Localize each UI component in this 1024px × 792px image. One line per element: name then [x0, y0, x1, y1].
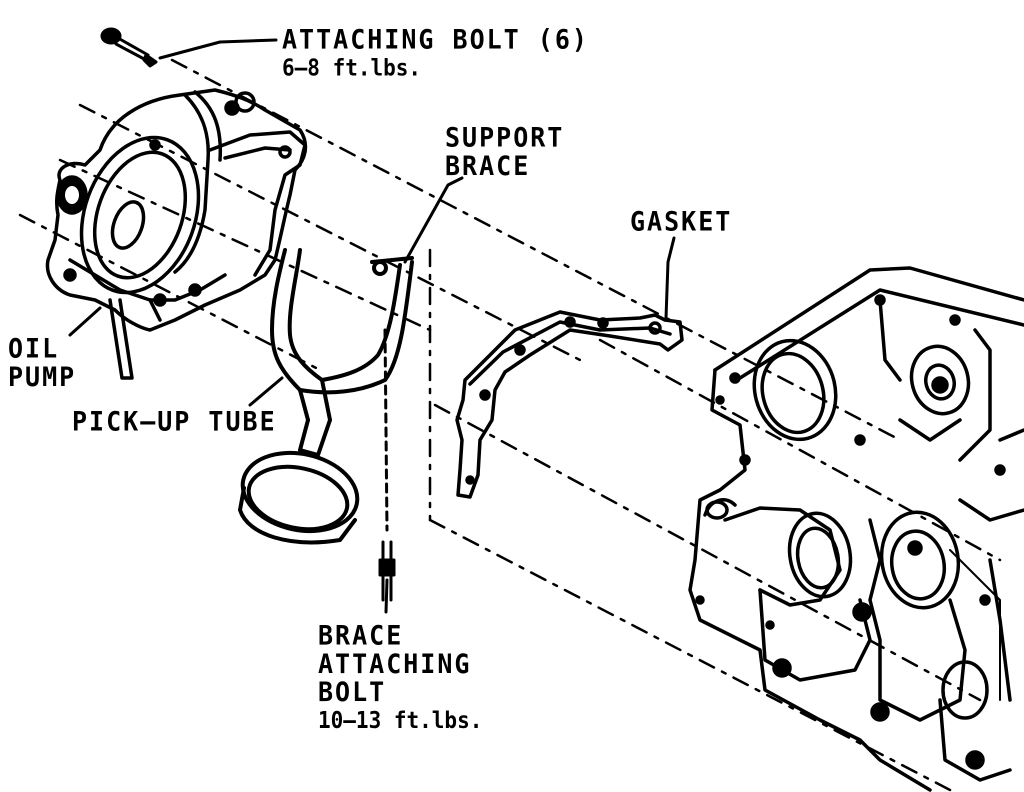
pick-up-tube-label: PICK–UP TUBE [72, 405, 277, 438]
gasket-label: GASKET [630, 205, 733, 238]
brace-attaching-bolt-torque: 10–13 ft.lbs. [318, 707, 483, 734]
attaching-bolt-leader [158, 38, 278, 60]
support-brace-leader [403, 176, 464, 264]
support-brace-line1: SUPPORT [445, 121, 565, 154]
attaching-bolt-part [100, 27, 158, 68]
oil-pump-leader [68, 306, 102, 337]
brace-attaching-bolt-line2: ATTACHING [318, 647, 472, 680]
leader-lines [68, 38, 676, 614]
support-brace-line2: BRACE [445, 149, 531, 182]
brace-attaching-bolt-line1: BRACE [318, 619, 404, 652]
brace-attaching-bolt-leader [384, 578, 389, 614]
support-brace-label: SUPPORT BRACE [445, 121, 565, 182]
brace-attaching-bolt-line3: BOLT [318, 676, 387, 708]
pick-up-tube-part [238, 248, 414, 545]
oil-pump-line2: PUMP [8, 360, 77, 393]
brace-attaching-bolt-label: BRACE ATTACHING BOLT 10–13 ft.lbs. [318, 619, 483, 734]
oil-pump-line1: OIL [8, 332, 60, 365]
engine-block-part [688, 266, 1024, 792]
assembly-centerlines [18, 58, 1002, 792]
attaching-bolt-title: ATTACHING BOLT (6) [282, 23, 589, 56]
brace-attaching-bolt-part [378, 328, 396, 602]
gasket-part [455, 310, 684, 499]
oil-pump-label: OIL PUMP [8, 332, 77, 393]
oil-pump-part [45, 88, 308, 380]
attaching-bolt-label: ATTACHING BOLT (6) 6–8 ft.lbs. [282, 23, 589, 82]
gasket-leader [664, 236, 676, 320]
attaching-bolt-torque: 6–8 ft.lbs. [282, 55, 422, 82]
pick-up-tube-leader [248, 376, 284, 407]
